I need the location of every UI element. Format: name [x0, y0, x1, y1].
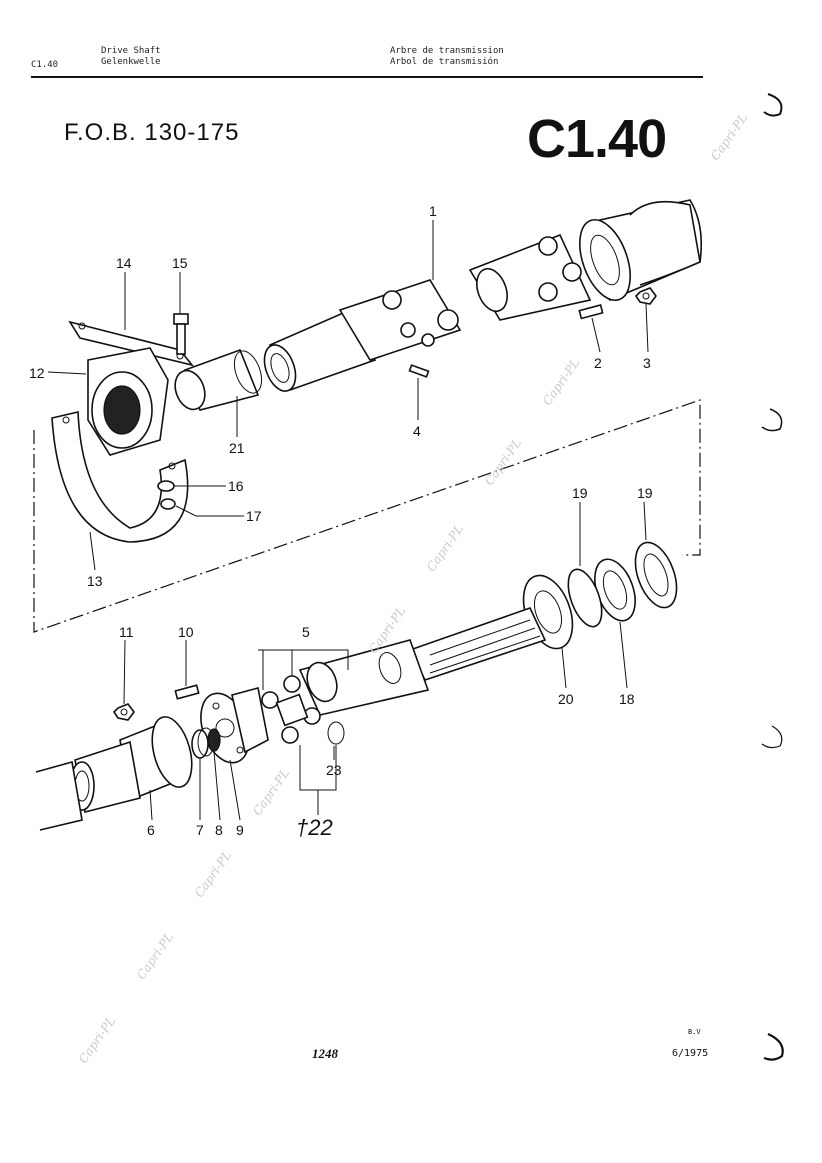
callout-18: 18	[619, 691, 635, 707]
spring-7	[191, 727, 215, 759]
gearbox-output	[35, 760, 83, 831]
bearing-race-19a	[567, 568, 603, 628]
bolt-2	[578, 304, 604, 320]
nut-3	[634, 287, 657, 305]
header-title-right: Arbre de transmission Arbol de transmisi…	[390, 46, 504, 68]
callout-16: 16	[228, 478, 244, 494]
callout-11: 11	[119, 624, 134, 640]
output-flange	[579, 199, 703, 302]
callout-19b: 19	[637, 485, 653, 501]
callout-17: 17	[246, 508, 262, 524]
slip-yoke	[263, 279, 462, 392]
bolt-15	[173, 313, 189, 355]
callout-7: 7	[196, 822, 204, 838]
callout-5: 5	[302, 624, 310, 640]
footer-bv: B.V	[688, 1028, 701, 1036]
centre-bearing-12	[87, 347, 169, 456]
bearing-race-19b	[634, 541, 678, 609]
callout-19a: 19	[572, 485, 588, 501]
leader-lines	[47, 220, 649, 821]
bolt-10	[174, 684, 200, 700]
callout-8: 8	[215, 822, 223, 838]
header-title-fr: Arbre de transmission	[390, 46, 504, 56]
callout-21: 21	[229, 440, 245, 456]
header-section-code: C1.40	[31, 60, 59, 70]
callout-20: 20	[558, 691, 574, 707]
callout-6: 6	[147, 822, 155, 838]
footer-date: 6/1975	[672, 1048, 709, 1059]
callout-15: 15	[172, 255, 188, 271]
binder-hole-mark-bottom	[763, 1032, 784, 1061]
callout-9: 9	[236, 822, 244, 838]
header-rule	[31, 76, 703, 78]
upper-universal-joint	[468, 233, 592, 321]
callout-10: 10	[178, 624, 194, 640]
callout-23: 23	[326, 762, 342, 778]
front-flange-6	[69, 716, 193, 813]
callout-2: 2	[594, 355, 602, 371]
header-title-left: Drive Shaft Gelenkwelle	[101, 46, 161, 68]
binder-hole-mark-top	[763, 93, 783, 117]
washer-8	[207, 728, 221, 752]
nut-11	[112, 703, 135, 721]
callout-22: †22	[296, 815, 333, 840]
callout-13: 13	[87, 573, 103, 589]
assembly-boundary	[33, 399, 701, 633]
callout-3: 3	[643, 355, 651, 371]
grease-nipple-4	[408, 364, 430, 378]
support-strap-13	[51, 411, 189, 543]
washer-17	[160, 498, 176, 510]
front-yoke	[298, 639, 430, 716]
binder-hole-mark-lower	[761, 725, 783, 749]
callout-14: 14	[116, 255, 132, 271]
footer-page-number: 1248	[312, 1046, 338, 1061]
header-title-en: Drive Shaft	[101, 46, 161, 56]
binder-hole-mark-middle	[761, 408, 783, 432]
spider-5	[261, 675, 321, 744]
header-title-de: Gelenkwelle	[101, 57, 161, 67]
circlip-23	[327, 721, 345, 745]
callout-1: 1	[429, 203, 437, 219]
bracket-14	[68, 320, 195, 367]
splined-shaft	[408, 607, 547, 681]
header-title-es: Arbol de transmisión	[390, 57, 499, 67]
washer-16	[157, 480, 175, 492]
section-number: C1.40	[527, 109, 667, 169]
bearing-sleeve-21	[174, 348, 263, 411]
callout-12: 12	[29, 365, 45, 381]
model-range: F.O.B. 130-175	[64, 119, 240, 146]
callout-4: 4	[413, 423, 421, 439]
callout-labels: 1 2 3 4 5 6 7 8 9 10 11 12 13 14 15 16 1…	[29, 203, 653, 840]
